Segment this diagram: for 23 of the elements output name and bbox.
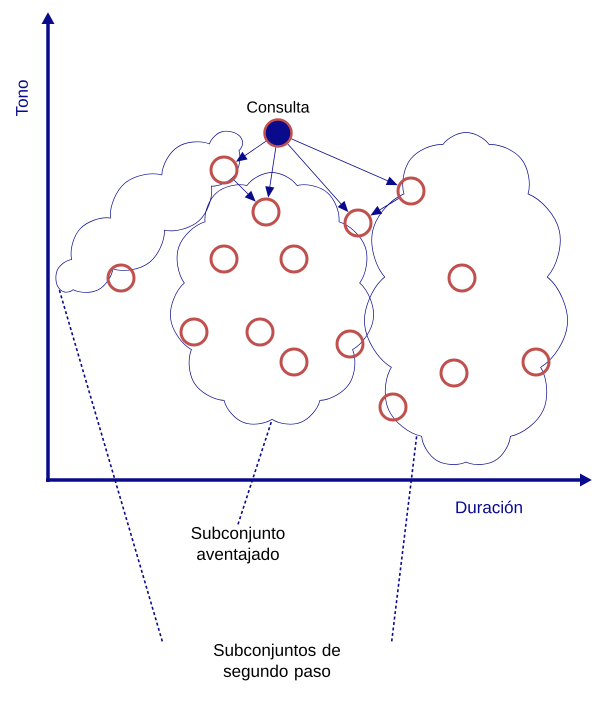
data-point [252,198,280,226]
annotation-text: Subconjunto aventajado [192,526,285,564]
data-point [336,330,364,358]
leader-line [237,419,273,525]
data-point [522,348,550,376]
leader-line [58,289,164,642]
data-point [280,244,308,274]
axis-label: Duración [456,500,522,514]
data-point [378,392,408,422]
annotation-text: Subconjuntos de segundo paso [214,644,340,680]
data-point [344,208,372,238]
data-point [246,318,274,346]
axis-label: Tono [16,80,28,116]
data-point [440,358,468,388]
data-point [210,244,238,274]
data-point [448,264,476,292]
data-point [280,348,308,376]
data-point [180,318,208,346]
point-label: Consulta [247,100,310,113]
data-point [396,176,426,206]
leader-line [390,435,418,642]
data-point [210,156,238,184]
data-point [106,264,136,292]
